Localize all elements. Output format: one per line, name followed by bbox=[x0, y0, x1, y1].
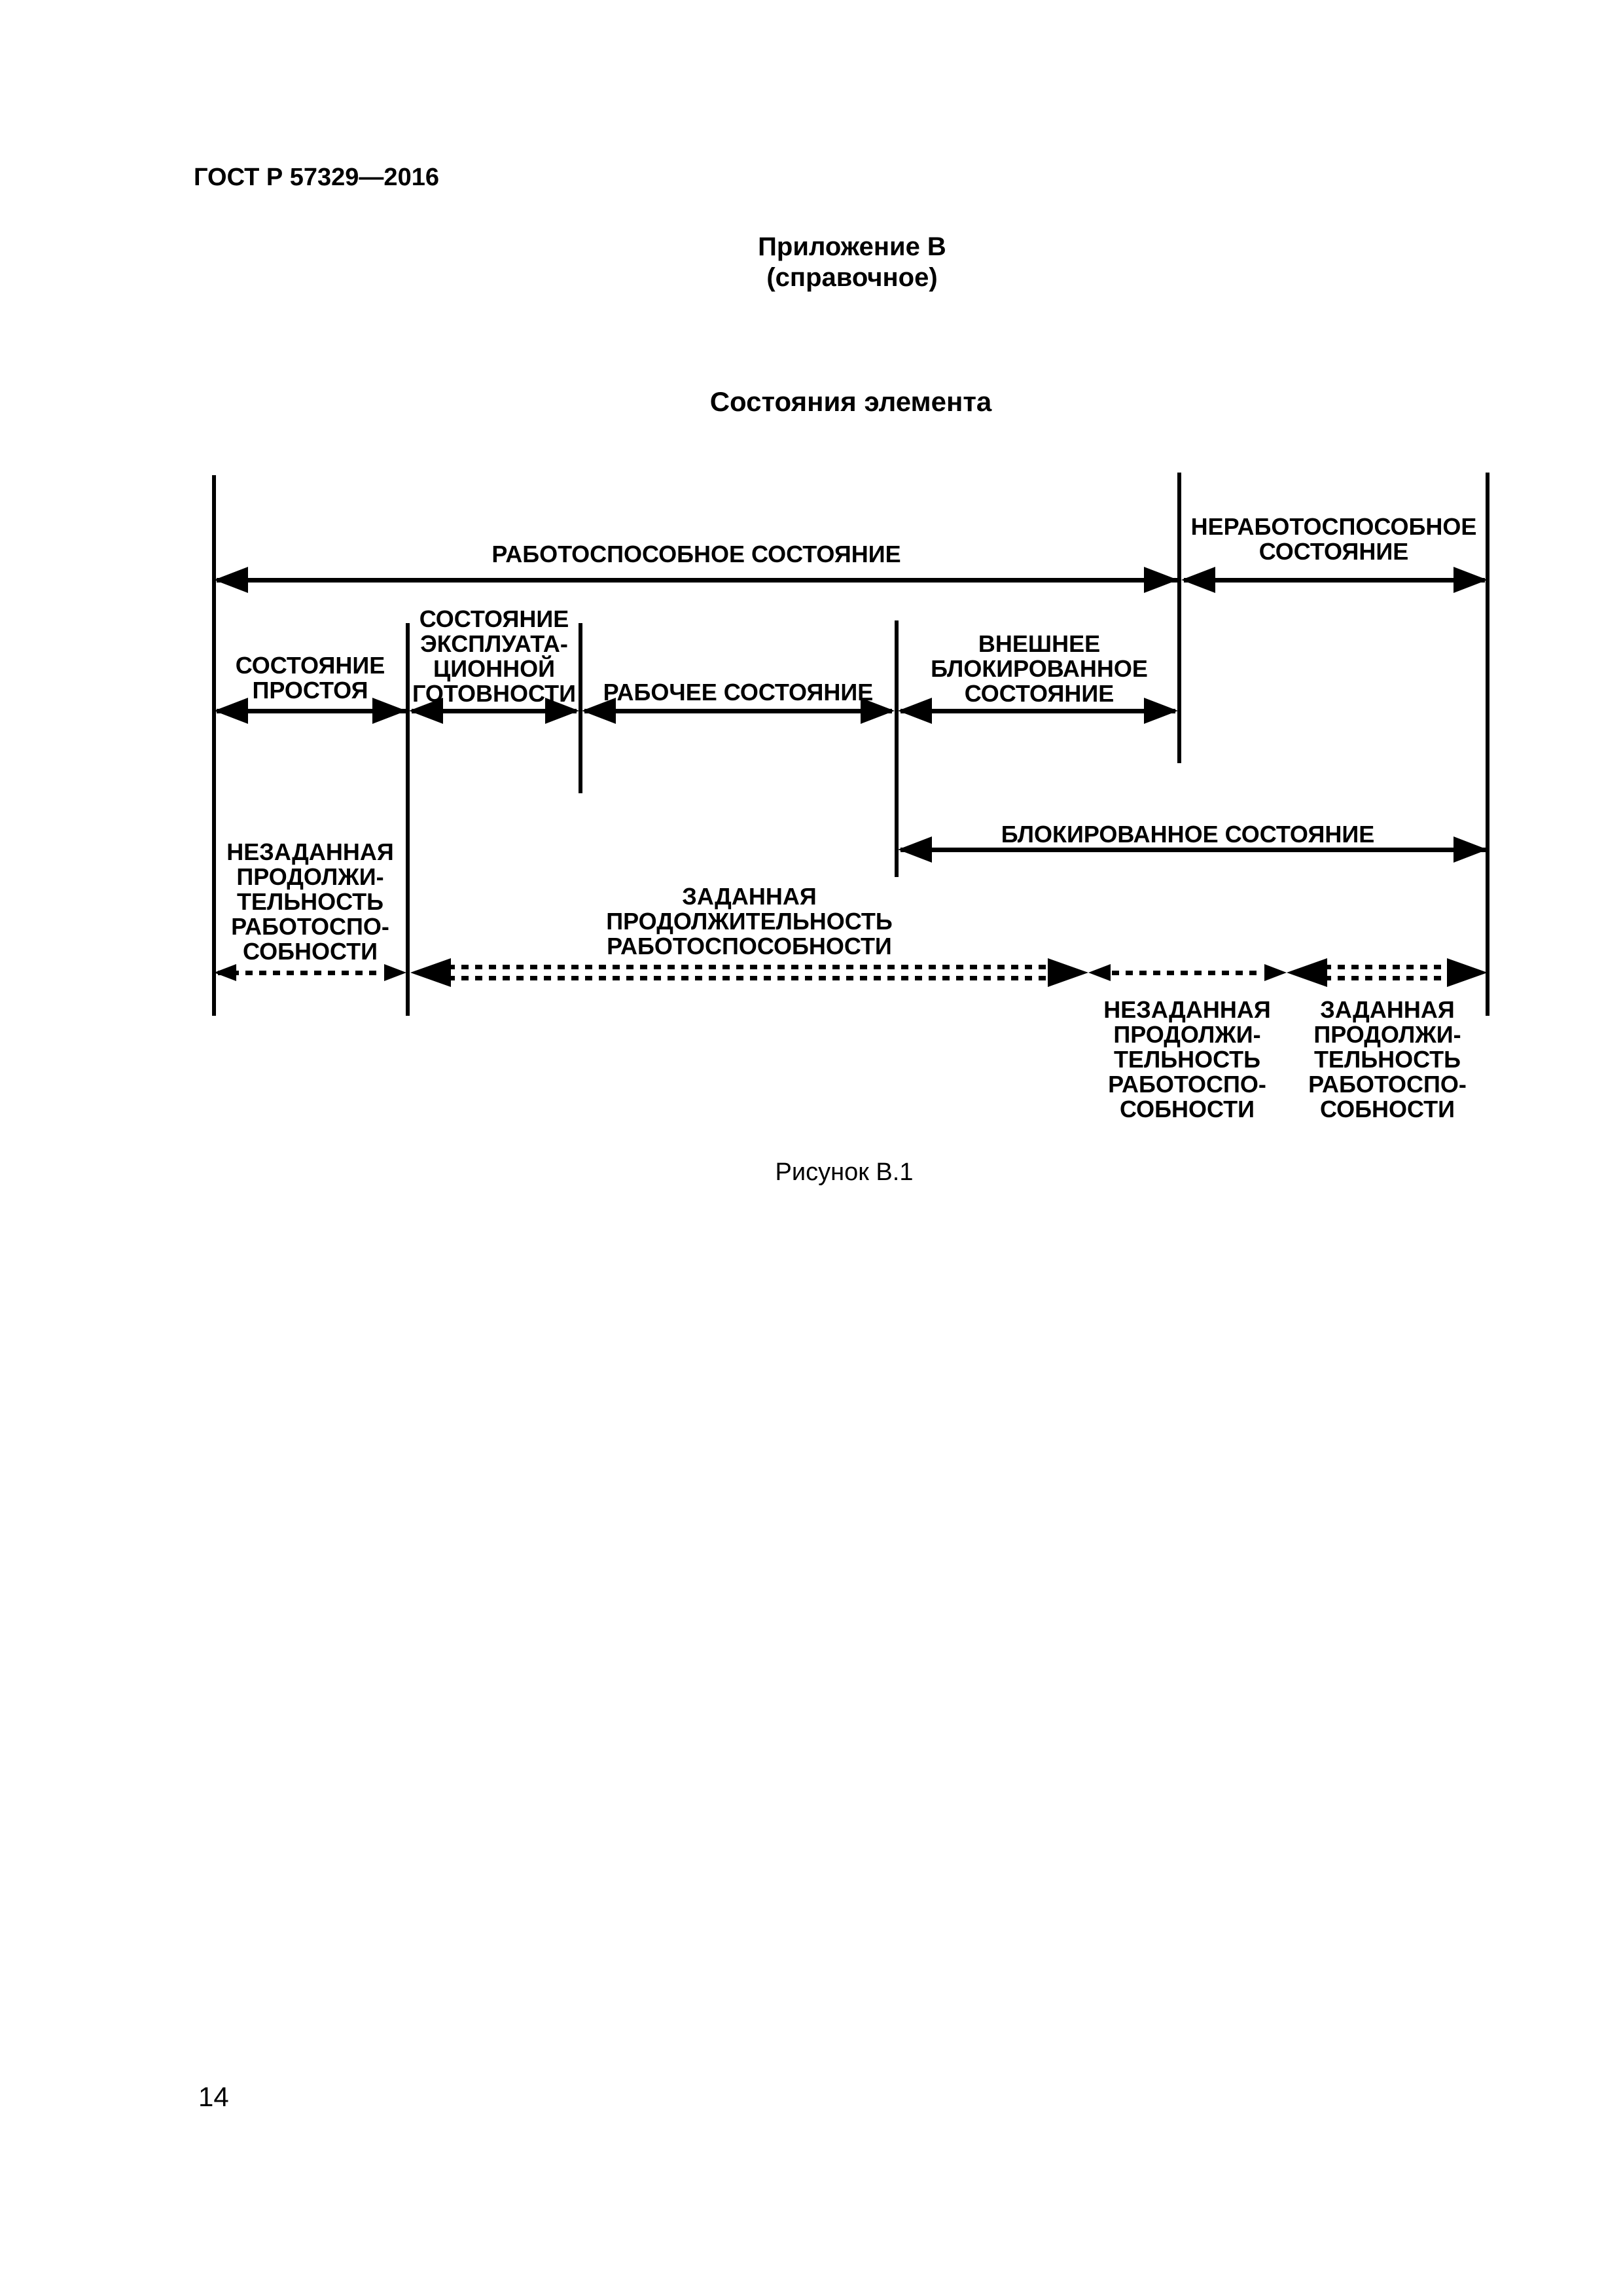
page-number: 14 bbox=[198, 2081, 229, 2112]
arrow-working-head-left bbox=[582, 698, 616, 724]
arrow-unspecified-duration-left-head-right bbox=[384, 964, 406, 981]
standard-code: ГОСТ Р 57329—2016 bbox=[194, 164, 439, 191]
label-specified-duration-mid: ЗАДАННАЯ ПРОДОЛЖИТЕЛЬНОСТЬ РАБОТОСПОСОБН… bbox=[606, 883, 893, 960]
arrow-external-blocked-line bbox=[901, 709, 1175, 713]
arrow-blocked-head-left bbox=[898, 836, 932, 863]
arrow-unspecified-duration-bottom-head-left bbox=[1088, 964, 1111, 981]
vline-readiness-end bbox=[579, 623, 582, 793]
arrow-idle-head-right bbox=[372, 698, 406, 724]
arrow-specified-duration-bottom-line-top bbox=[1324, 965, 1450, 969]
arrow-unspecified-duration-bottom-head-right bbox=[1264, 964, 1287, 981]
arrow-external-blocked-head-right bbox=[1144, 698, 1178, 724]
arrow-readiness-head-left bbox=[409, 698, 443, 724]
arrow-operable-line bbox=[217, 578, 1177, 583]
label-blocked-state: БЛОКИРОВАННОЕ СОСТОЯНИЕ bbox=[1001, 821, 1375, 848]
arrow-blocked-head-right bbox=[1454, 836, 1488, 863]
vline-diagram-start bbox=[212, 475, 216, 1016]
arrow-blocked-line bbox=[901, 848, 1486, 852]
vline-diagram-end bbox=[1486, 473, 1489, 1016]
label-idle-state: СОСТОЯНИЕ ПРОСТОЯ bbox=[235, 652, 385, 704]
arrow-operable-head-right bbox=[1144, 567, 1178, 593]
arrow-specified-duration-mid-line-top bbox=[448, 965, 1051, 969]
appendix-note: (справочное) bbox=[766, 263, 938, 292]
arrow-working-head-right bbox=[861, 698, 895, 724]
arrow-readiness-line bbox=[412, 709, 577, 713]
arrow-idle-line bbox=[217, 709, 406, 713]
arrow-specified-duration-mid-head-left bbox=[410, 958, 451, 987]
label-operable-state: РАБОТОСПОСОБНОЕ СОСТОЯНИЕ bbox=[491, 541, 901, 567]
appendix-heading: Приложение В bbox=[758, 232, 946, 261]
arrow-working-line bbox=[584, 709, 892, 713]
arrow-operable-head-left bbox=[214, 567, 248, 593]
section-title: Состояния элемента bbox=[709, 386, 992, 417]
label-unspecified-duration-left: НЕЗАДАННАЯ ПРОДОЛЖИ- ТЕЛЬНОСТЬ РАБОТОСПО… bbox=[226, 838, 394, 965]
figure-caption: Рисунок В.1 bbox=[775, 1158, 914, 1186]
label-specified-duration-bottom: ЗАДАННАЯ ПРОДОЛЖИ- ТЕЛЬНОСТЬ РАБОТОСПО- … bbox=[1308, 996, 1467, 1122]
arrow-idle-head-left bbox=[214, 698, 248, 724]
arrow-specified-duration-bottom-line-bottom bbox=[1324, 976, 1450, 980]
arrow-specified-duration-bottom-head-right bbox=[1447, 958, 1488, 987]
arrow-unspecified-duration-left-head-left bbox=[214, 964, 236, 981]
arrow-specified-duration-bottom-head-left bbox=[1287, 958, 1327, 987]
label-working-state: РАБОЧЕЕ СОСТОЯНИЕ bbox=[603, 679, 874, 706]
arrow-readiness-head-right bbox=[545, 698, 579, 724]
label-external-blocked-state: ВНЕШНЕЕ БЛОКИРОВАННОЕ СОСТОЯНИЕ bbox=[931, 630, 1148, 707]
arrow-unspecified-duration-left-line bbox=[218, 971, 383, 975]
vline-idle-end bbox=[406, 623, 410, 1016]
arrow-specified-duration-mid-line-bottom bbox=[448, 976, 1051, 980]
arrow-unspecified-duration-bottom-line bbox=[1112, 971, 1263, 975]
arrow-inoperable-head-right bbox=[1454, 567, 1488, 593]
arrow-inoperable-head-left bbox=[1181, 567, 1215, 593]
label-unspecified-duration-bottom: НЕЗАДАННАЯ ПРОДОЛЖИ- ТЕЛЬНОСТЬ РАБОТОСПО… bbox=[1103, 996, 1271, 1122]
arrow-external-blocked-head-left bbox=[898, 698, 932, 724]
label-inoperable-state: НЕРАБОТОСПОСОБНОЕ СОСТОЯНИЕ bbox=[1190, 513, 1477, 565]
vline-working-end bbox=[895, 620, 899, 877]
arrow-specified-duration-mid-head-right bbox=[1048, 958, 1088, 987]
label-readiness-state: СОСТОЯНИЕ ЭКСПЛУАТА- ЦИОННОЙ ГОТОВНОСТИ bbox=[412, 605, 576, 707]
arrow-inoperable-line bbox=[1184, 578, 1485, 583]
vline-operable-end bbox=[1177, 473, 1181, 763]
